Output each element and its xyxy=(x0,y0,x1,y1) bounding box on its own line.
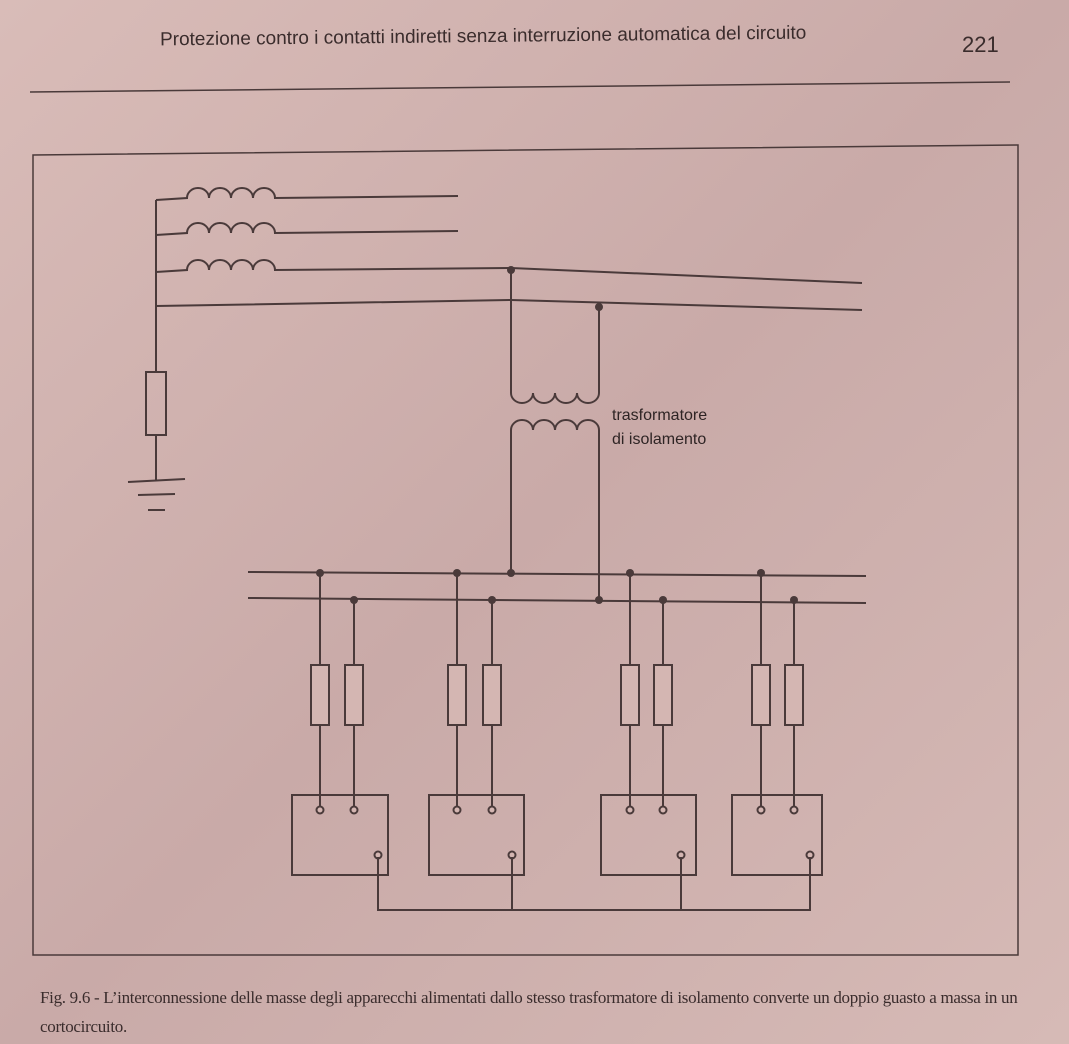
junction-dots xyxy=(507,266,603,604)
fuse xyxy=(620,664,640,726)
fuse xyxy=(751,664,771,726)
terminal xyxy=(658,805,668,815)
junction-dot xyxy=(757,569,765,577)
terminal xyxy=(789,805,799,815)
figure-caption: Fig. 9.6 - L’interconnessione delle mass… xyxy=(40,988,1018,1036)
appliance-enclosure xyxy=(291,794,389,876)
loads xyxy=(291,569,823,876)
fuse xyxy=(310,664,330,726)
page-number: 221 xyxy=(962,32,999,57)
terminal xyxy=(349,805,359,815)
appliance-enclosure xyxy=(600,794,697,876)
junction-dot xyxy=(316,569,324,577)
secondary-buses xyxy=(247,571,867,604)
junction-dot xyxy=(350,596,358,604)
appliance-enclosure xyxy=(731,794,823,876)
appliance-enclosure xyxy=(428,794,525,876)
earthing-resistor xyxy=(127,371,186,511)
junction-dot xyxy=(659,596,667,604)
figure-frame xyxy=(32,144,1019,956)
transformer-label-2: di isolamento xyxy=(612,431,706,448)
equipotential-bond xyxy=(377,857,811,911)
terminal xyxy=(315,805,325,815)
terminal xyxy=(625,805,635,815)
fuse xyxy=(653,664,673,726)
fuse xyxy=(344,664,364,726)
fuse xyxy=(784,664,804,726)
junction-dot xyxy=(790,596,798,604)
generator-windings xyxy=(155,187,863,372)
fuse xyxy=(447,664,467,726)
transformer-label-1: trasformatore xyxy=(612,407,707,424)
header-rule xyxy=(29,81,1011,93)
junction-dot xyxy=(453,569,461,577)
terminal xyxy=(756,805,766,815)
terminal xyxy=(487,805,497,815)
isolation-transformer xyxy=(510,270,600,600)
terminal xyxy=(452,805,462,815)
junction-dot xyxy=(626,569,634,577)
junction-dot xyxy=(488,596,496,604)
fuse xyxy=(482,664,502,726)
